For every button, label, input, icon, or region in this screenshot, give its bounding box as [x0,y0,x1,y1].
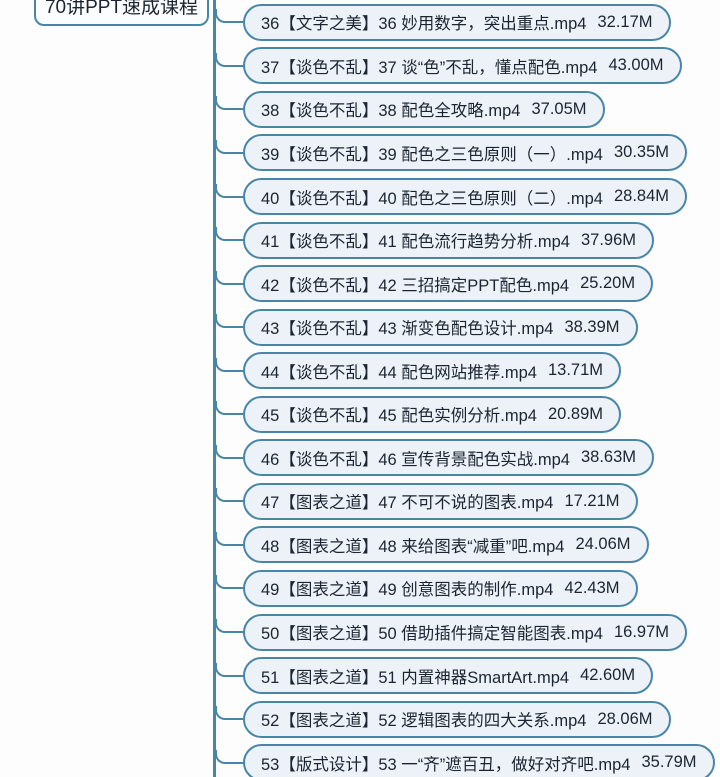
course-node[interactable]: 52【图表之道】52 逻辑图表的四大关系.mp4 28.06M [243,700,671,738]
course-node-label: 42【谈色不乱】42 三招搞定PPT配色.mp4 [261,276,570,295]
branch-connector-line [215,314,245,329]
course-node-label: 53【版式设计】53 一“齐”遮百丑，做好对齐吧.mp4 [261,755,631,774]
course-node-size: 20.89M [547,404,604,423]
course-node-size: 32.17M [597,12,653,31]
course-node-label: 40【谈色不乱】40 配色之三色原则（二）.mp4 [261,189,603,208]
course-node-size: 37.05M [531,99,587,118]
course-node[interactable]: 37【谈色不乱】37 谈“色”不乱，懂点配色.mp4 43.00M [243,47,682,85]
branch-connector-line [215,227,245,242]
course-node-size: 38.39M [564,317,620,336]
course-node-label: 51【图表之道】51 内置神器SmartArt.mp4 [261,668,570,687]
course-node-label: 39【谈色不乱】39 配色之三色原则（一）.mp4 [261,145,603,164]
course-node-label: 38【谈色不乱】38 配色全攻略.mp4 [261,102,521,121]
course-node-size: 13.71M [547,361,604,380]
course-node-size: 42.60M [580,666,636,685]
course-node-label: 37【谈色不乱】37 谈“色”不乱，懂点配色.mp4 [261,58,598,77]
branch-connector-line [215,749,245,764]
course-node[interactable]: 46【谈色不乱】46 宣传背景配色实战.mp4 38.63M [243,439,655,477]
course-node[interactable]: 47【图表之道】47 不可不说的图表.mp4 17.21M [243,482,638,520]
course-node-label: 48【图表之道】48 来给图表“减重”吧.mp4 [261,537,565,556]
branch-connector-line [215,401,245,416]
branch-connector-line [215,9,245,24]
branch-connector-line [215,575,245,590]
branch-connector-line [215,662,245,677]
branch-connector-line [215,488,245,503]
course-node[interactable]: 36【文字之美】36 妙用数字，突出重点.mp4 32.17M [243,3,671,41]
branch-connector-line [215,270,245,285]
course-node-label: 46【谈色不乱】46 宣传背景配色实战.mp4 [261,450,570,469]
course-node-size: 35.79M [641,753,697,772]
root-node-label: 70讲PPT速成课程 [44,0,199,18]
root-node[interactable]: 70讲PPT速成课程 [34,0,209,26]
course-node-label: 43【谈色不乱】43 渐变色配色设计.mp4 [261,320,554,339]
branch-connector-line [215,183,245,198]
branch-connector-line [215,444,245,459]
course-node-size: 25.20M [580,274,636,293]
course-node-label: 49【图表之道】49 创意图表的制作.mp4 [261,581,554,600]
course-node-size: 30.35M [613,143,670,162]
course-node[interactable]: 48【图表之道】48 来给图表“减重”吧.mp4 24.06M [243,526,649,564]
course-node-size: 17.21M [564,491,620,510]
course-node[interactable]: 39【谈色不乱】39 配色之三色原则（一）.mp4 30.35M [243,134,688,172]
course-node-size: 28.06M [597,709,653,728]
course-node-label: 50【图表之道】50 借助插件搞定智能图表.mp4 [261,625,603,643]
course-node-size: 28.84M [613,187,670,205]
course-node[interactable]: 41【谈色不乱】41 配色流行趋势分析.mp4 37.96M [243,221,655,259]
trunk-line [213,0,216,777]
course-node[interactable]: 42【谈色不乱】42 三招搞定PPT配色.mp4 25.20M [243,265,654,303]
course-node-size: 43.00M [608,56,664,75]
course-node[interactable]: 38【谈色不乱】38 配色全攻略.mp4 37.05M [243,90,605,128]
course-node[interactable]: 44【谈色不乱】44 配色网站推荐.mp4 13.71M [243,352,622,390]
course-node-label: 41【谈色不乱】41 配色流行趋势分析.mp4 [261,233,570,252]
course-node[interactable]: 49【图表之道】49 创意图表的制作.mp4 42.43M [243,569,638,607]
course-node-label: 47【图表之道】47 不可不说的图表.mp4 [261,494,554,513]
course-node-size: 38.63M [580,448,637,467]
course-node-label: 52【图表之道】52 逻辑图表的四大关系.mp4 [261,712,587,731]
course-node[interactable]: 43【谈色不乱】43 渐变色配色设计.mp4 38.39M [243,308,638,346]
course-node-size: 42.43M [564,578,620,597]
branch-connector-line [215,96,245,111]
branch-connector-line [215,52,245,67]
course-node-label: 44【谈色不乱】44 配色网站推荐.mp4 [261,363,537,382]
course-node[interactable]: 40【谈色不乱】40 配色之三色原则（二）.mp4 28.84M [243,178,688,215]
course-node[interactable]: 53【版式设计】53 一“齐”遮百丑，做好对齐吧.mp4 35.79M [243,744,715,777]
branch-connector-line [215,531,245,546]
branch-connector-line [215,357,245,372]
course-node[interactable]: 50【图表之道】50 借助插件搞定智能图表.mp4 16.97M [243,613,688,651]
course-node[interactable]: 45【谈色不乱】45 配色实例分析.mp4 20.89M [243,395,622,433]
course-node-label: 45【谈色不乱】45 配色实例分析.mp4 [261,407,537,426]
course-node-label: 36【文字之美】36 妙用数字，突出重点.mp4 [261,15,587,34]
course-node-size: 24.06M [575,535,631,554]
course-node-size: 37.96M [580,230,637,249]
branch-connector-line [215,619,245,633]
branch-connector-line [215,706,245,721]
branch-connector-line [215,139,245,154]
course-node[interactable]: 51【图表之道】51 内置神器SmartArt.mp4 42.60M [243,657,654,695]
course-node-size: 16.97M [613,622,670,641]
